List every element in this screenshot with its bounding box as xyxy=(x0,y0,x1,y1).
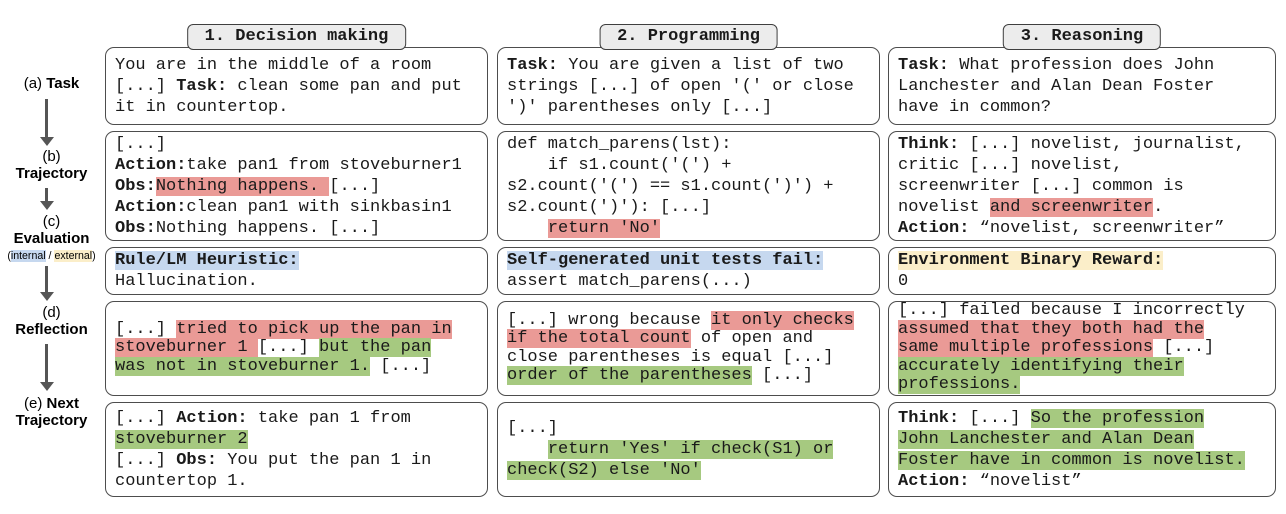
arrow-task-to-trajectory-icon xyxy=(45,99,48,137)
evaluation-box-reasoning: Environment Binary Reward: 0 xyxy=(888,247,1276,295)
next-trajectory-text-programming: [...] return 'Yes' if check(S1) or check… xyxy=(507,419,834,480)
row-label-evaluation: (c) Evaluation (internal / external) xyxy=(7,213,96,262)
task-box-programming: Task: You are given a list of two string… xyxy=(497,47,880,125)
reflection-box-decision-making: [...] tried to pick up the pan in stoveb… xyxy=(105,301,488,396)
row-label-rail: (a) Task (b) Trajectory (c) Evaluation (… xyxy=(0,0,103,514)
reflection-box-programming: [...] wrong because it only checks if th… xyxy=(497,301,880,396)
trajectory-box-programming: def match_parens(lst): if s1.count('(') … xyxy=(497,131,880,241)
trajectory-box-reasoning: Think: [...] novelist, journalist, criti… xyxy=(888,131,1276,241)
task-text-programming: Task: You are given a list of two string… xyxy=(507,55,854,117)
task-box-decision-making: You are in the middle of a room [...] Ta… xyxy=(105,47,488,125)
reflection-text-programming: [...] wrong because it only checks if th… xyxy=(507,310,854,385)
column-programming: 2. Programming Task: You are given a lis… xyxy=(497,0,880,514)
next-trajectory-box-decision-making: [...] Action: take pan 1 from stoveburne… xyxy=(105,402,488,497)
task-box-reasoning: Task: What profession does John Lanchest… xyxy=(888,47,1276,125)
trajectory-text-decision-making: [...] Action:take pan1 from stoveburner1… xyxy=(115,134,462,238)
task-text-reasoning: Task: What profession does John Lanchest… xyxy=(898,55,1215,117)
row-label-task: (a) Task xyxy=(23,75,80,92)
evaluation-box-programming: Self-generated unit tests fail: assert m… xyxy=(497,247,880,295)
row-label-trajectory: (b) Trajectory xyxy=(15,148,88,182)
arrow-evaluation-to-reflection-icon xyxy=(45,266,48,292)
task-text-decision-making: You are in the middle of a room [...] Ta… xyxy=(115,55,462,117)
column-reasoning: 3. Reasoning Task: What profession does … xyxy=(888,0,1276,514)
reflection-box-reasoning: [...] failed because I incorrectly assum… xyxy=(888,301,1276,396)
arrow-reflection-to-next-trajectory-icon xyxy=(45,344,48,382)
next-trajectory-text-decision-making: [...] Action: take pan 1 from stoveburne… xyxy=(115,408,432,491)
evaluation-text-reasoning: Environment Binary Reward: 0 xyxy=(898,251,1164,291)
row-label-next-trajectory: (e) Next Trajectory xyxy=(15,395,88,429)
next-trajectory-box-reasoning: Think: [...] So the profession John Lanc… xyxy=(888,402,1276,497)
reflection-text-reasoning: [...] failed because I incorrectly assum… xyxy=(898,301,1245,395)
trajectory-text-programming: def match_parens(lst): if s1.count('(') … xyxy=(507,134,834,238)
column-header-reasoning: 3. Reasoning xyxy=(1002,24,1162,50)
column-header-decision-making: 1. Decision making xyxy=(186,24,407,50)
evaluation-text-decision-making: Rule/LM Heuristic: Hallucination. xyxy=(115,251,299,291)
evaluation-text-programming: Self-generated unit tests fail: assert m… xyxy=(507,251,824,291)
evaluation-box-decision-making: Rule/LM Heuristic: Hallucination. xyxy=(105,247,488,295)
trajectory-text-reasoning: Think: [...] novelist, journalist, criti… xyxy=(898,134,1245,238)
arrow-trajectory-to-evaluation-icon xyxy=(45,188,48,201)
column-decision-making: 1. Decision making You are in the middle… xyxy=(105,0,488,514)
column-header-programming: 2. Programming xyxy=(599,24,778,50)
next-trajectory-text-reasoning: Think: [...] So the profession John Lanc… xyxy=(898,408,1245,491)
reflection-text-decision-making: [...] tried to pick up the pan in stoveb… xyxy=(115,319,452,376)
trajectory-box-decision-making: [...] Action:take pan1 from stoveburner1… xyxy=(105,131,488,241)
next-trajectory-box-programming: [...] return 'Yes' if check(S1) or check… xyxy=(497,402,880,497)
row-label-reflection: (d) Reflection xyxy=(15,304,88,338)
